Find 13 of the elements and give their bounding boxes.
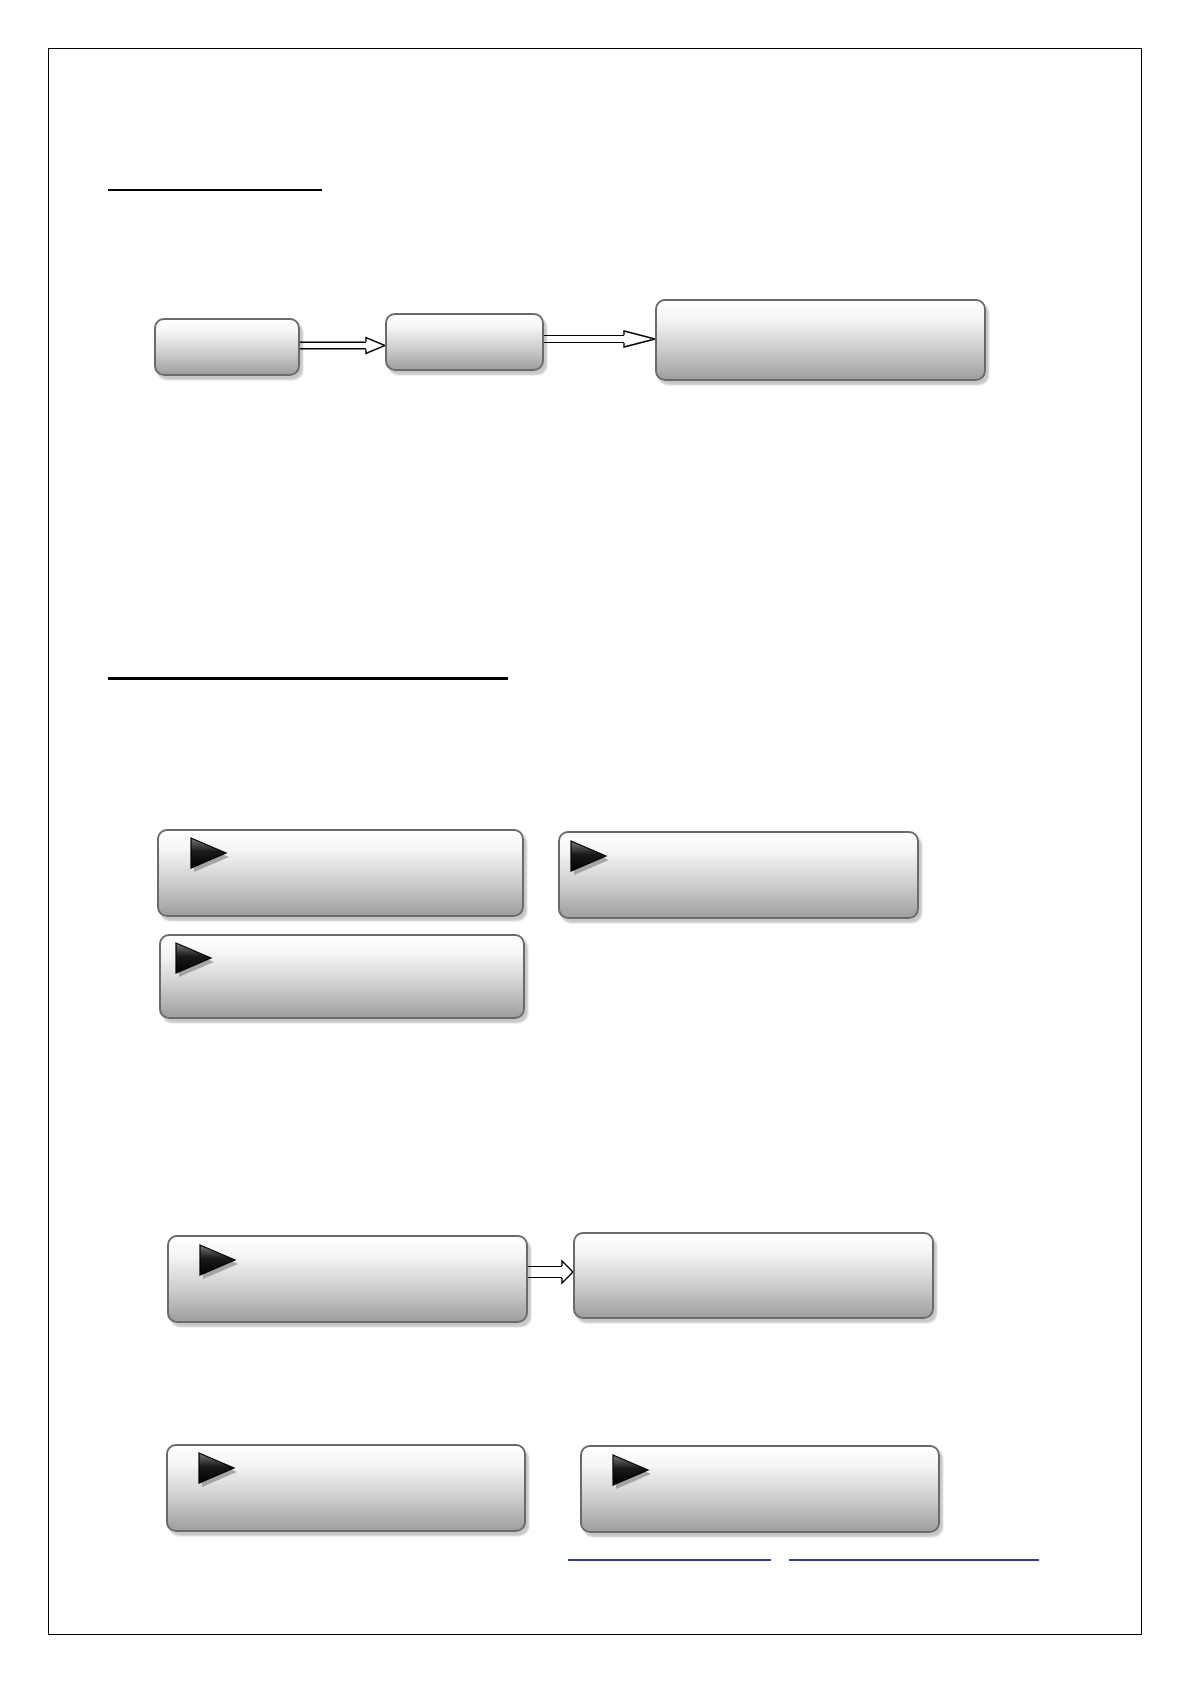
- block-arrow: [528, 1260, 574, 1284]
- block-arrow: [300, 336, 386, 355]
- rounded-box: [385, 313, 544, 371]
- rounded-box: [159, 934, 525, 1019]
- rounded-box: [573, 1232, 934, 1319]
- rounded-box: [157, 829, 524, 917]
- rounded-box: [580, 1445, 940, 1533]
- rounded-box: [154, 318, 300, 376]
- rounded-box: [167, 1235, 528, 1323]
- block-arrow: [544, 330, 656, 348]
- rounded-box: [166, 1444, 526, 1532]
- rounded-box: [558, 831, 919, 919]
- rounded-box: [655, 299, 986, 381]
